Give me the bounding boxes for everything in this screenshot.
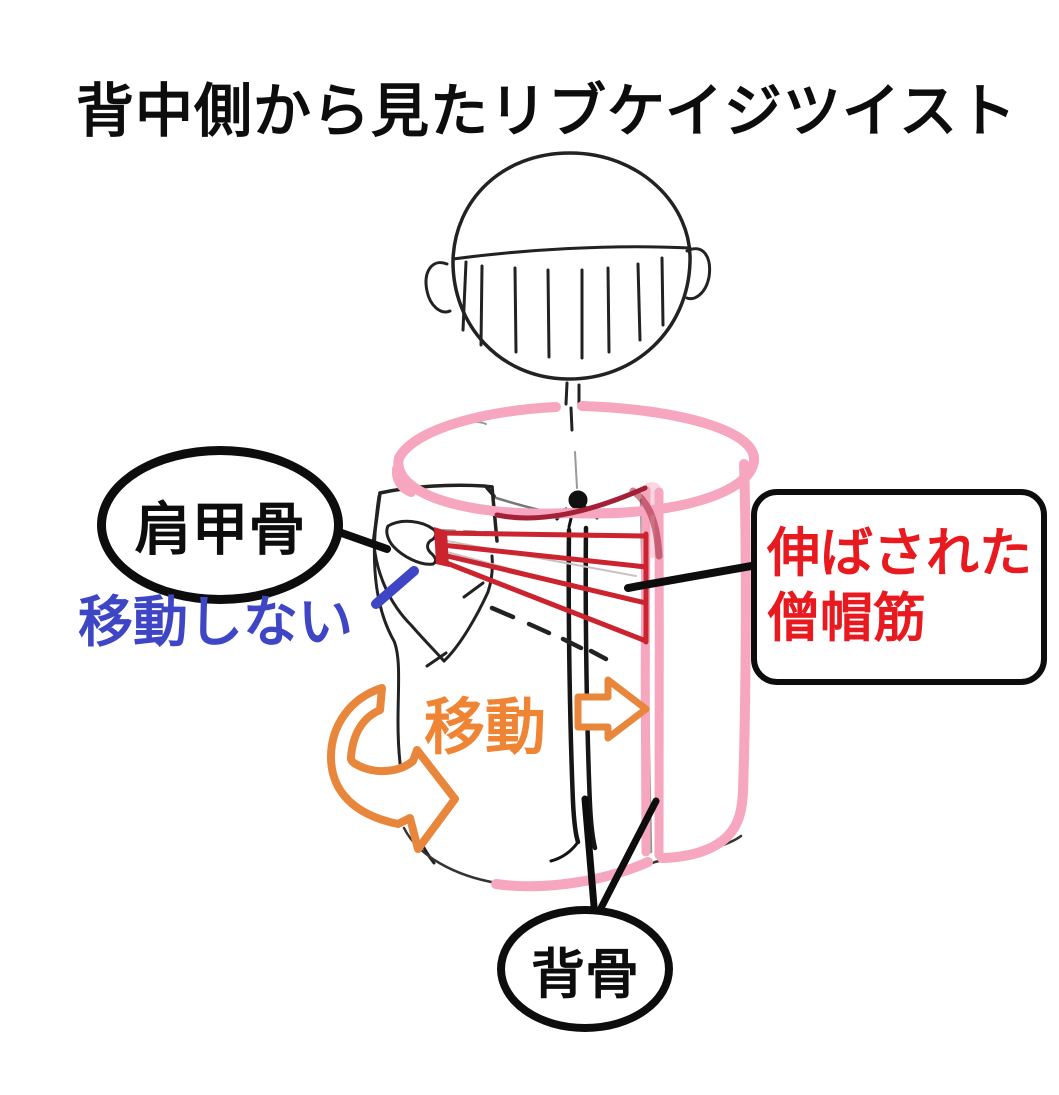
right-ear	[685, 247, 712, 301]
trapezius-label-line1: 伸ばされた	[767, 524, 1032, 584]
scapula-medial-border	[372, 543, 446, 663]
no-move-label: 移動しない	[78, 591, 354, 653]
fan-ray-2	[439, 542, 649, 570]
fan-ray-3	[440, 552, 649, 606]
head-outline	[451, 151, 692, 381]
spine-lines	[549, 525, 598, 863]
spine-callout-line-2	[597, 797, 660, 912]
scapula-callout-line	[332, 527, 391, 553]
spine-callout-bubble: 背骨	[497, 906, 673, 1032]
trapezius-callout-box: 伸ばされた 僧帽筋	[751, 489, 1047, 685]
right-arrow-icon	[574, 676, 650, 742]
head-sketch	[424, 151, 712, 432]
spine-label: 背骨	[531, 944, 639, 1005]
scapula-callout-bubble: 肩甲骨	[97, 446, 343, 604]
scapula-label: 肩甲骨	[134, 498, 306, 562]
spine-callout-line-1	[581, 795, 598, 910]
callout-lines	[332, 527, 755, 912]
scapula-spine-blob	[385, 519, 438, 566]
trapezius-label-line2: 僧帽筋	[767, 589, 926, 648]
rib-left-tuck	[391, 464, 416, 497]
hairline	[451, 245, 692, 261]
rib-bottom-curve	[491, 857, 653, 892]
hair-strokes	[461, 256, 665, 360]
dashed-diagonal	[489, 605, 609, 662]
move-label: 移動	[424, 693, 547, 761]
neck-strokes	[564, 381, 581, 432]
trapezius-callout-line	[624, 562, 755, 592]
fan-ray-4	[441, 559, 649, 644]
rotation-arrow-icon	[327, 684, 459, 853]
rib-right-column	[657, 459, 751, 863]
tick-mark-1	[462, 581, 485, 599]
left-ear	[424, 261, 452, 314]
page-title: 背中側から見たリブケイジツイスト	[76, 79, 1018, 144]
neck-shoulder-crimson-line	[494, 485, 663, 560]
fan-ray-1	[437, 530, 649, 539]
no-move-slash	[371, 566, 419, 609]
fan-apex	[434, 527, 449, 567]
tick-mark-2	[425, 651, 448, 668]
